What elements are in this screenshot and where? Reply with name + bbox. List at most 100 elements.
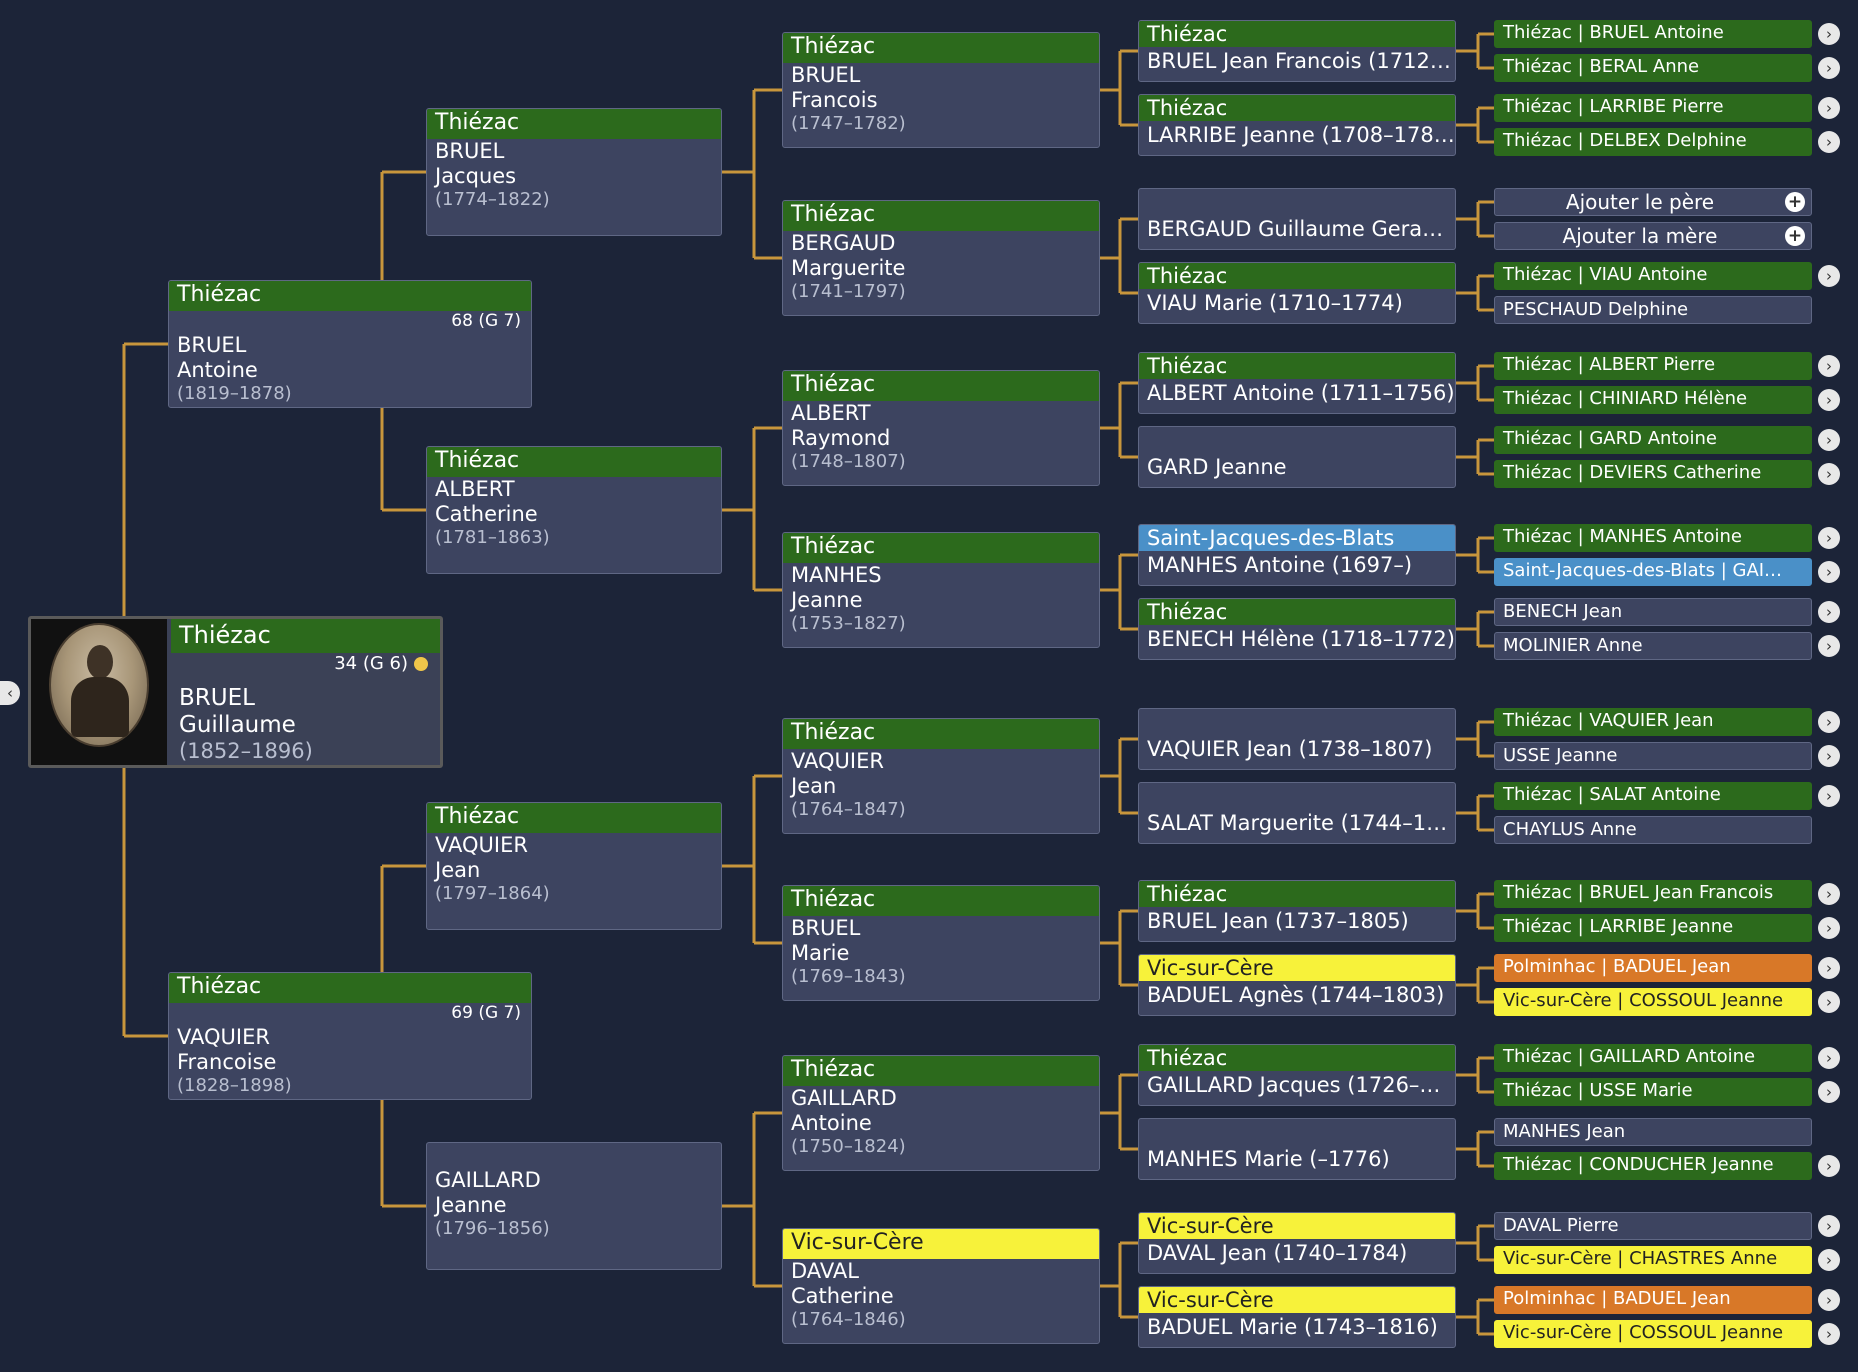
expand-ancestors-arrow-icon[interactable]: › bbox=[1818, 97, 1840, 119]
ancestor-card-gen5[interactable]: CHAYLUS Anne bbox=[1494, 816, 1812, 844]
expand-ancestors-arrow-icon[interactable]: › bbox=[1818, 355, 1840, 377]
ancestor-card-gen4[interactable]: BERGAUD Guillaume Gerau… bbox=[1138, 188, 1456, 250]
ancestor-card-gen4[interactable]: GARD Jeanne bbox=[1138, 426, 1456, 488]
expand-ancestors-arrow-icon[interactable]: › bbox=[1818, 785, 1840, 807]
expand-ancestors-arrow-icon[interactable]: › bbox=[1818, 57, 1840, 79]
person-last-name: VAQUIER bbox=[791, 749, 884, 773]
expand-ancestors-arrow-icon[interactable]: › bbox=[1818, 883, 1840, 905]
expand-ancestors-arrow-icon[interactable]: › bbox=[1818, 389, 1840, 411]
expand-ancestors-arrow-icon[interactable]: › bbox=[1818, 1215, 1840, 1237]
ancestor-card-gen5[interactable]: Saint-Jacques-des-Blats | GAI… bbox=[1494, 558, 1812, 586]
expand-ancestors-arrow-icon[interactable]: › bbox=[1818, 711, 1840, 733]
expand-ancestors-arrow-icon[interactable]: › bbox=[1818, 1289, 1840, 1311]
expand-ancestors-arrow-icon[interactable]: › bbox=[1818, 1249, 1840, 1271]
ancestor-card-gen5[interactable]: PESCHAUD Delphine bbox=[1494, 296, 1812, 324]
ancestor-card-gen4[interactable]: VAQUIER Jean (1738–1807) bbox=[1138, 708, 1456, 770]
ancestor-card-gen5[interactable]: Thiézac | LARRIBE Jeanne bbox=[1494, 914, 1812, 942]
expand-ancestors-arrow-icon[interactable]: › bbox=[1818, 1155, 1840, 1177]
expand-ancestors-arrow-icon[interactable]: › bbox=[1818, 131, 1840, 153]
ancestor-card-gen5[interactable]: Thiézac | ALBERT Pierre bbox=[1494, 352, 1812, 380]
ancestor-card-gen5[interactable]: Thiézac | DEVIERS Catherine bbox=[1494, 460, 1812, 488]
expand-ancestors-arrow-icon[interactable]: › bbox=[1818, 527, 1840, 549]
ancestor-card-gen5[interactable]: Thiézac | LARRIBE Pierre bbox=[1494, 94, 1812, 122]
expand-ancestors-arrow-icon[interactable]: › bbox=[1818, 917, 1840, 939]
person-label: Vic-sur-Cère | COSSOUL Jeanne bbox=[1503, 990, 1784, 1011]
expand-ancestors-arrow-icon[interactable]: › bbox=[1818, 745, 1840, 767]
navigate-child-arrow-icon[interactable]: ‹ bbox=[0, 681, 20, 705]
ancestor-card-gen5[interactable]: Thiézac | DELBEX Delphine bbox=[1494, 128, 1812, 156]
person-photo[interactable] bbox=[31, 619, 167, 765]
person-label: Thiézac | CHINIARD Hélène bbox=[1503, 388, 1748, 409]
ancestor-card-gen5[interactable]: Vic-sur-Cère | CHASTRES Anne bbox=[1494, 1246, 1812, 1274]
ancestor-card-gen4[interactable]: SALAT Marguerite (1744–1… bbox=[1138, 782, 1456, 844]
ancestor-card-gen5[interactable]: Thiézac | VIAU Antoine bbox=[1494, 262, 1812, 290]
ancestor-card-gen5[interactable]: Thiézac | CONDUCHER Jeanne bbox=[1494, 1152, 1812, 1180]
ancestor-card-gen5[interactable]: Polminhac | BADUEL Jean bbox=[1494, 954, 1812, 982]
expand-ancestors-arrow-icon[interactable]: › bbox=[1818, 265, 1840, 287]
expand-ancestors-arrow-icon[interactable]: › bbox=[1818, 1047, 1840, 1069]
ancestor-card-gen5[interactable]: Thiézac | GAILLARD Antoine bbox=[1494, 1044, 1812, 1072]
ancestor-card-gen5[interactable]: Thiézac | CHINIARD Hélène bbox=[1494, 386, 1812, 414]
expand-ancestors-arrow-icon[interactable]: › bbox=[1818, 23, 1840, 45]
expand-ancestors-arrow-icon[interactable]: › bbox=[1818, 463, 1840, 485]
ancestor-card-gen5[interactable]: Thiézac | BRUEL Jean Francois bbox=[1494, 880, 1812, 908]
ancestor-card-gen5[interactable]: USSE Jeanne bbox=[1494, 742, 1812, 770]
ancestor-card-gen5[interactable]: MANHES Jean bbox=[1494, 1118, 1812, 1146]
person-label: Vic-sur-Cère | COSSOUL Jeanne bbox=[1503, 1322, 1784, 1343]
ancestor-card-gen5[interactable]: Thiézac | MANHES Antoine bbox=[1494, 524, 1812, 552]
expand-ancestors-arrow-icon[interactable]: › bbox=[1818, 1081, 1840, 1103]
ancestor-card-gen5[interactable]: Vic-sur-Cère | COSSOUL Jeanne bbox=[1494, 988, 1812, 1016]
expand-ancestors-arrow-icon[interactable]: › bbox=[1818, 1323, 1840, 1345]
person-label: USSE Jeanne bbox=[1503, 745, 1618, 766]
expand-ancestors-arrow-icon[interactable]: › bbox=[1818, 561, 1840, 583]
ancestor-card-gen5[interactable]: DAVAL Pierre bbox=[1494, 1212, 1812, 1240]
ancestor-card-gen5[interactable]: Polminhac | BADUEL Jean bbox=[1494, 1286, 1812, 1314]
expand-ancestors-arrow-icon[interactable]: › bbox=[1818, 635, 1840, 657]
ancestor-card-gen5[interactable]: Vic-sur-Cère | COSSOUL Jeanne bbox=[1494, 1320, 1812, 1348]
expand-ancestors-arrow-icon[interactable]: › bbox=[1818, 991, 1840, 1013]
expand-ancestors-arrow-icon[interactable]: › bbox=[1818, 957, 1840, 979]
ancestor-card-gen5[interactable]: Thiézac | USSE Marie bbox=[1494, 1078, 1812, 1106]
ancestor-card-gen5[interactable]: Thiézac | BERAL Anne bbox=[1494, 54, 1812, 82]
ancestor-card-gen5[interactable]: Thiézac | VAQUIER Jean bbox=[1494, 708, 1812, 736]
ancestor-card-gen5[interactable]: MOLINIER Anne bbox=[1494, 632, 1812, 660]
person-label: Thiézac | DELBEX Delphine bbox=[1503, 130, 1747, 151]
person-label: Thiézac | BRUEL Antoine bbox=[1503, 22, 1724, 43]
person-label: Thiézac | VIAU Antoine bbox=[1503, 264, 1708, 285]
expand-ancestors-arrow-icon[interactable]: › bbox=[1818, 429, 1840, 451]
expand-ancestors-arrow-icon[interactable]: › bbox=[1818, 601, 1840, 623]
ancestor-card-gen5[interactable]: Thiézac | SALAT Antoine bbox=[1494, 782, 1812, 810]
add-father-button[interactable]: Ajouter le père+ bbox=[1494, 188, 1812, 216]
ancestor-card-gen5[interactable]: Thiézac | GARD Antoine bbox=[1494, 426, 1812, 454]
ancestor-card-gen5[interactable]: BENECH Jean bbox=[1494, 598, 1812, 626]
ancestor-card-gen4[interactable]: MANHES Marie (–1776) bbox=[1138, 1118, 1456, 1180]
add-mother-button[interactable]: Ajouter la mère+ bbox=[1494, 222, 1812, 250]
ancestor-card-gen5[interactable]: Thiézac | BRUEL Antoine bbox=[1494, 20, 1812, 48]
